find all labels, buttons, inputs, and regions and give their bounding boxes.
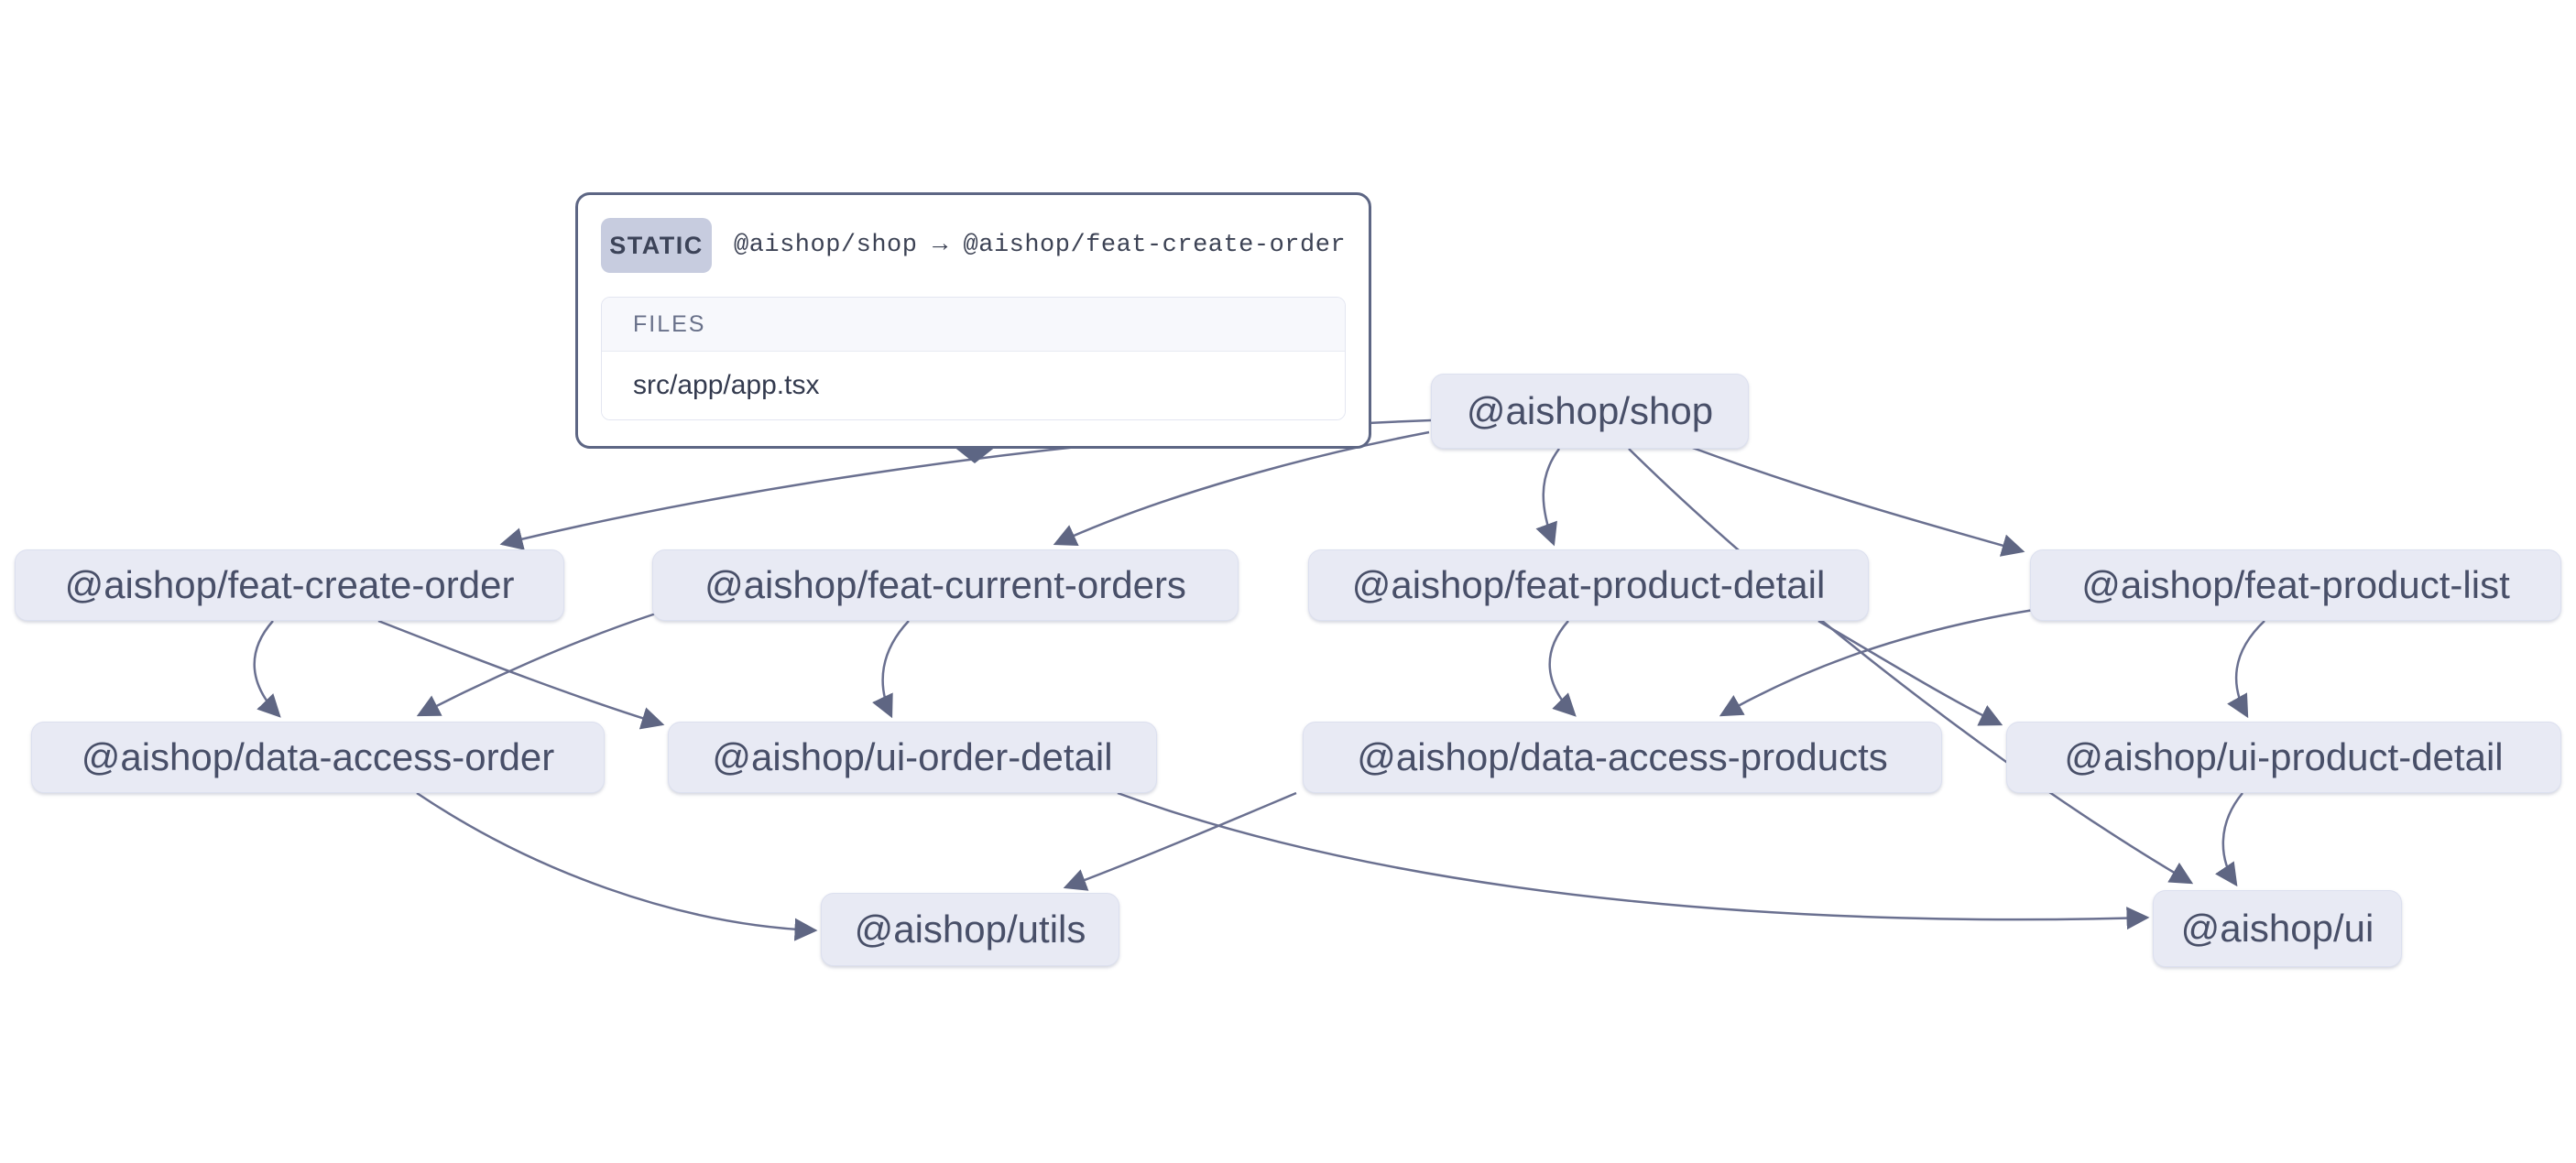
graph-node-ui-product-detail[interactable]: @aishop/ui-product-detail [2006,722,2561,793]
graph-edge-shop-to-feat-current-orders[interactable] [1053,430,1430,547]
edge-tooltip: STATIC @aishop/shop → @aishop/feat-creat… [575,192,1371,463]
graph-edge-feat-current-orders-to-data-access-order[interactable] [416,612,657,717]
graph-edge-feat-create-order-to-data-access-order[interactable] [253,620,281,718]
edge-type-badge: STATIC [601,218,712,273]
graph-edge-feat-product-list-to-data-access-products[interactable] [1719,608,2035,717]
file-list-item: src/app/app.tsx [602,352,1345,419]
graph-edge-feat-product-detail-to-ui-product-detail[interactable] [1817,619,2003,726]
graph-node-data-access-products[interactable]: @aishop/data-access-products [1303,722,1942,793]
files-panel-header: FILES [602,298,1345,352]
graph-node-ui[interactable]: @aishop/ui [2153,890,2402,967]
graph-node-feat-product-detail[interactable]: @aishop/feat-product-detail [1308,549,1869,621]
graph-node-feat-current-orders[interactable]: @aishop/feat-current-orders [652,549,1239,621]
graph-node-shop[interactable]: @aishop/shop [1431,374,1749,449]
graph-node-feat-create-order[interactable]: @aishop/feat-create-order [15,549,564,621]
graph-edge-shop-to-feat-product-list[interactable] [1689,445,2025,557]
graph-edge-ui-product-detail-to-ui[interactable] [2215,792,2243,887]
graph-edge-ui-order-detail-to-ui[interactable] [1117,791,2150,930]
graph-edge-feat-current-orders-to-ui-order-detail[interactable] [872,620,910,719]
graph-node-utils[interactable]: @aishop/utils [821,893,1119,966]
graph-node-feat-product-list[interactable]: @aishop/feat-product-list [2030,549,2561,621]
edge-tooltip-header: STATIC @aishop/shop → @aishop/feat-creat… [601,218,1346,273]
graph-edge-feat-create-order-to-ui-order-detail[interactable] [377,619,665,730]
graph-edge-shop-to-feat-product-detail[interactable] [1535,448,1561,547]
graph-edge-data-access-products-to-utils[interactable] [1063,791,1297,891]
graph-edge-feat-product-detail-to-data-access-products[interactable] [1548,620,1577,717]
edge-tooltip-title: @aishop/shop → @aishop/feat-create-order [734,232,1347,259]
files-panel: FILES src/app/app.tsx [601,297,1346,420]
graph-node-data-access-order[interactable]: @aishop/data-access-order [31,722,605,793]
graph-node-ui-order-detail[interactable]: @aishop/ui-order-detail [668,722,1157,793]
graph-edge-shop-to-ui[interactable] [1628,448,2194,885]
graph-edge-data-access-order-to-utils[interactable] [416,791,818,941]
graph-edge-feat-product-list-to-ui-product-detail[interactable] [2227,620,2265,719]
tooltip-caret-icon [953,446,997,463]
